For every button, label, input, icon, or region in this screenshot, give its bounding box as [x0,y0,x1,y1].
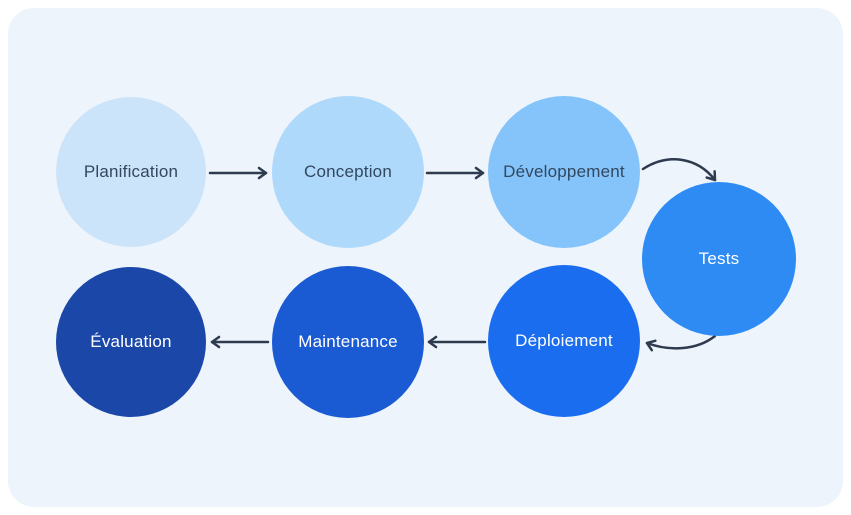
step-circle-deploiement: Déploiement [488,265,640,417]
step-label-tests: Tests [698,248,740,268]
step-label-evaluation: Évaluation [90,331,172,351]
step-circle-developpement: Développement [488,96,640,248]
step-circle-maintenance: Maintenance [272,266,424,418]
step-label-deploiement: Déploiement [515,330,613,350]
step-circle-planification: Planification [56,97,206,247]
step-label-planification: Planification [83,161,179,181]
step-label-developpement: Développement [503,161,625,181]
step-circle-tests: Tests [642,182,796,336]
step-label-conception: Conception [303,161,392,181]
step-circle-conception: Conception [272,96,424,248]
step-label-maintenance: Maintenance [298,331,398,351]
step-circle-evaluation: Évaluation [56,267,206,417]
